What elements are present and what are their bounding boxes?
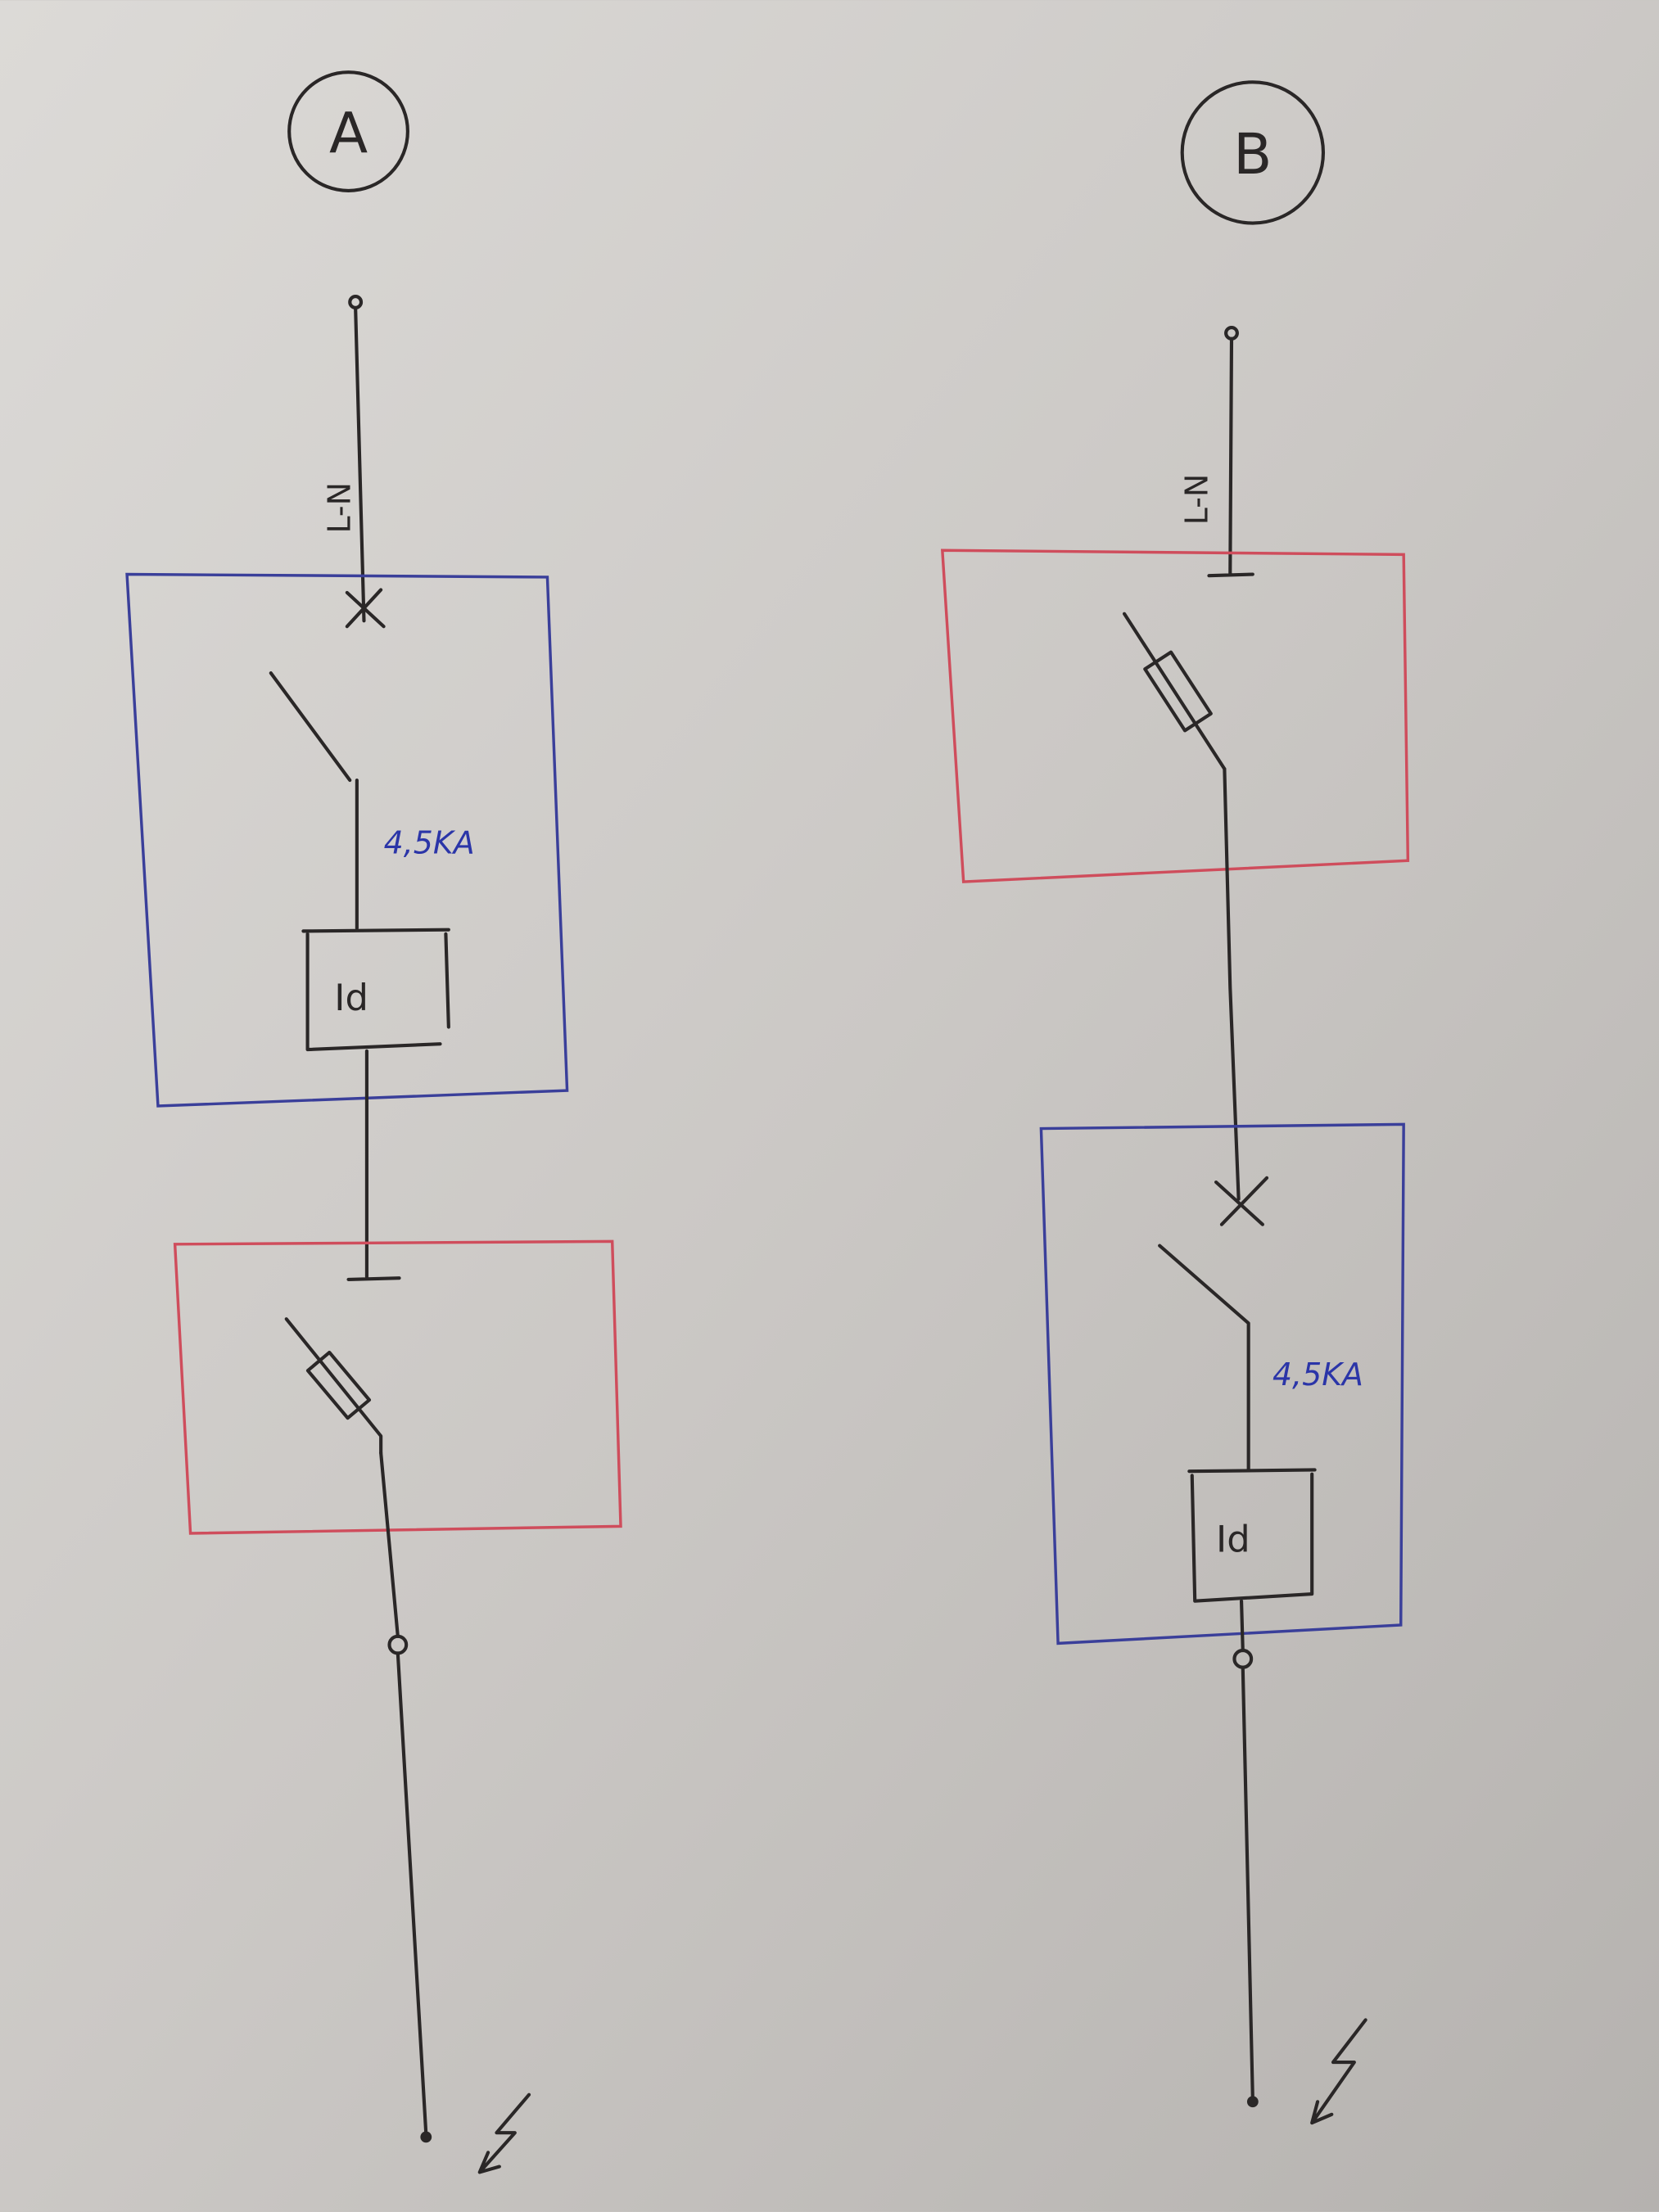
fault-lightning-icon xyxy=(1310,2018,1367,2125)
supply-label: L-N xyxy=(1179,474,1215,525)
fuse-switch-icon xyxy=(284,1317,383,1455)
label-circle-a xyxy=(287,70,409,192)
terminal-icon xyxy=(1232,1648,1254,1669)
rcd-label: Id xyxy=(1216,1517,1250,1560)
blue-box-rcbo xyxy=(1039,1122,1405,1645)
diagram-label-b: B xyxy=(1233,122,1272,187)
fault-point-icon xyxy=(1246,2096,1259,2108)
fault-lightning-icon xyxy=(477,2092,531,2174)
wire xyxy=(379,1451,428,2136)
breaker-x-icon xyxy=(1214,1176,1269,1226)
fuse-icon xyxy=(305,1350,372,1420)
rcd-label: Id xyxy=(334,976,368,1019)
breaker-x-icon xyxy=(345,588,386,629)
rcd-box xyxy=(301,928,450,1052)
fuse-switch-icon xyxy=(1122,612,1227,771)
wire xyxy=(354,305,366,623)
supply-label: L-N xyxy=(321,482,357,533)
red-box-fuse xyxy=(940,548,1410,883)
diagram-b: B L-N 4,5KA Id xyxy=(940,80,1410,2125)
diagram-a: A L-N 4,5KA Id xyxy=(125,70,622,2174)
wire xyxy=(1239,1599,1254,2101)
switch-contact-icon xyxy=(1158,1244,1250,1472)
wire xyxy=(1207,336,1254,578)
label-circle-b xyxy=(1180,80,1326,225)
breaking-capacity-label: 4,5KA xyxy=(1273,1357,1363,1393)
blue-box-rcbo xyxy=(125,572,569,1108)
fuse-icon xyxy=(1143,650,1213,733)
rcd-box xyxy=(1187,1468,1317,1603)
wire xyxy=(346,1049,401,1281)
wire xyxy=(1223,767,1241,1201)
fault-point-icon xyxy=(420,2131,432,2143)
terminal-icon xyxy=(387,1634,409,1655)
switch-contact-icon xyxy=(269,671,359,930)
breaking-capacity-label: 4,5KA xyxy=(384,825,475,861)
red-box-fuse xyxy=(173,1239,622,1535)
diagram-label-a: A xyxy=(329,101,368,166)
